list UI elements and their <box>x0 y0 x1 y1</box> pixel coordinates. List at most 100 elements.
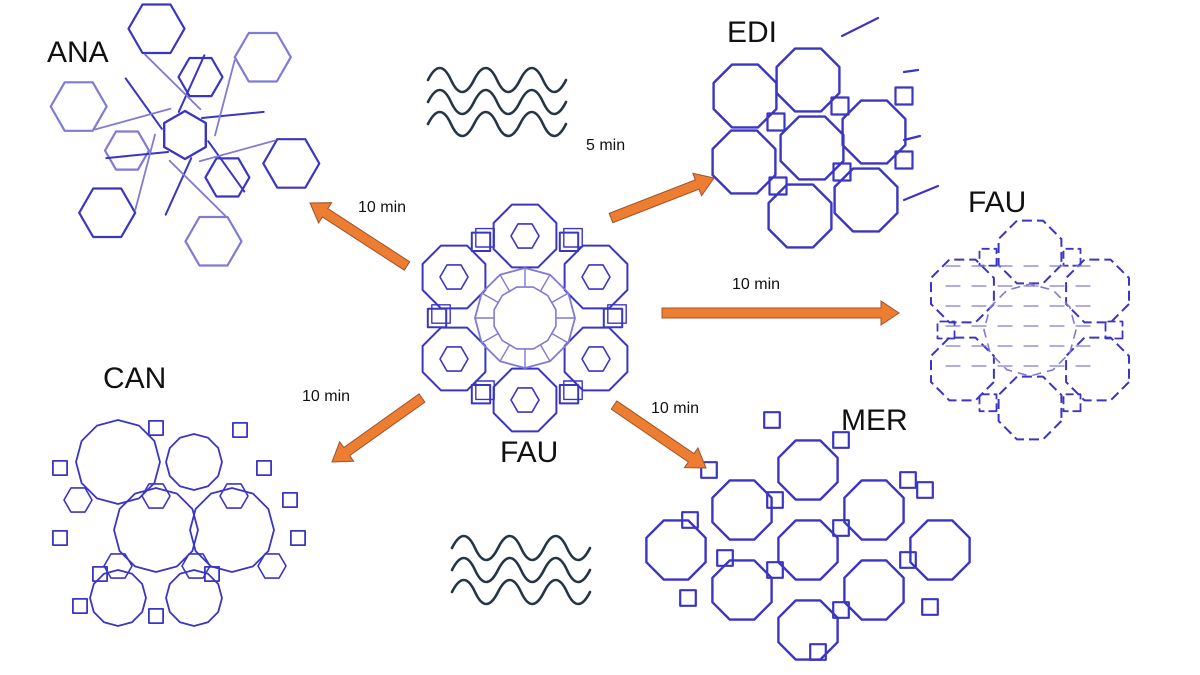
ana-bond <box>143 53 202 111</box>
fau-product-cage <box>930 258 995 324</box>
double-ring <box>470 384 492 405</box>
double-ring <box>607 304 627 324</box>
fau-product-square <box>1104 320 1124 340</box>
edi-ring <box>711 129 777 195</box>
ana-bond <box>168 159 227 217</box>
arrow-to-mer <box>610 400 707 469</box>
sodalite-cage-inner <box>510 223 540 249</box>
time-label-fau: 10 min <box>732 276 781 293</box>
edi-bond <box>902 68 920 74</box>
edi-square <box>832 162 852 182</box>
can-hexagon <box>63 487 93 513</box>
ana-bond <box>94 107 172 131</box>
mer-square <box>766 491 784 509</box>
ana-bond <box>164 157 193 216</box>
sodalite-cage <box>492 367 558 433</box>
double-ring <box>563 380 583 401</box>
time-label-edi: 5 min <box>586 137 626 154</box>
arrow-to-edi <box>608 172 715 224</box>
wave-line <box>450 534 592 562</box>
mer-octagon <box>777 519 839 581</box>
mer-square <box>763 411 781 429</box>
mer-octagon <box>645 519 707 581</box>
ana-ring <box>184 215 243 267</box>
fau-product-cage <box>930 336 995 402</box>
fau-product-square <box>1062 393 1082 413</box>
can-ring <box>165 569 223 627</box>
double-ring <box>470 231 492 252</box>
can-square <box>281 491 299 509</box>
double-ring <box>475 380 495 401</box>
edi-square <box>768 176 788 196</box>
supercage-bond <box>540 273 551 291</box>
time-label-can: 10 min <box>302 388 351 405</box>
edi-ring <box>833 167 899 233</box>
can-square <box>52 530 68 546</box>
fau-product-cage <box>1065 258 1130 324</box>
ana-bond <box>207 140 246 193</box>
supercage-bond <box>540 345 551 363</box>
ana-ring <box>78 187 137 239</box>
supercage-bond <box>480 292 498 303</box>
double-ring <box>602 307 624 329</box>
edi-ring <box>775 47 841 113</box>
fau-product-framework <box>930 219 1130 441</box>
double-ring <box>431 304 451 324</box>
wave-line <box>426 88 568 116</box>
mer-octagon <box>843 479 905 541</box>
ana-ring <box>177 56 224 98</box>
fau-product-cage <box>997 375 1063 441</box>
mer-octagon <box>777 439 839 501</box>
waves <box>426 66 592 606</box>
double-ring <box>475 227 495 248</box>
wave-line <box>450 556 592 584</box>
mer-octagon <box>909 519 971 581</box>
can-label: CAN <box>103 362 167 395</box>
mer-label: MER <box>841 404 908 437</box>
arrow-to-ana <box>309 202 411 271</box>
wave-line <box>426 110 568 138</box>
fau-product-supercage <box>983 283 1077 377</box>
mer-octagon <box>711 479 773 541</box>
double-ring <box>563 227 583 248</box>
can-square <box>255 459 273 477</box>
supercage-bond <box>499 345 510 363</box>
mer-square <box>921 598 939 616</box>
sodalite-cage-inner <box>510 387 540 413</box>
edi-square <box>766 112 786 132</box>
wave-icon-bottom <box>450 534 592 606</box>
edi-bond <box>902 184 940 202</box>
double-ring <box>426 307 448 329</box>
can-hexagon <box>141 483 171 509</box>
arrow-to-can <box>331 393 426 463</box>
can-square <box>52 459 68 477</box>
fau-product-square <box>1062 247 1082 267</box>
fau-product-cage <box>997 219 1063 285</box>
ana-bond <box>198 139 276 163</box>
wave-icon-top <box>426 66 568 138</box>
edi-ring <box>767 183 833 249</box>
mer-square <box>832 519 850 537</box>
sodalite-cage <box>492 203 558 269</box>
edi-square <box>830 96 850 116</box>
can-ring <box>165 433 223 491</box>
sodalite-cage-inner <box>581 346 611 372</box>
mer-square <box>809 643 827 661</box>
edi-square <box>894 150 914 170</box>
ana-ring <box>127 3 186 55</box>
ana-framework <box>49 3 321 267</box>
fau-product-label: FAU <box>968 186 1027 219</box>
fau-center-label: FAU <box>500 436 559 469</box>
can-hexagon <box>219 483 249 509</box>
supercage-bond <box>499 273 510 291</box>
ana-ring <box>233 31 292 83</box>
arrows <box>309 172 900 469</box>
mer-square <box>899 551 917 569</box>
ana-bond <box>214 59 236 137</box>
sodalite-cage-inner <box>581 264 611 290</box>
mer-square <box>679 589 697 607</box>
sodalite-cage <box>421 326 487 392</box>
mer-square <box>766 561 784 579</box>
supercage-bond <box>552 333 570 344</box>
